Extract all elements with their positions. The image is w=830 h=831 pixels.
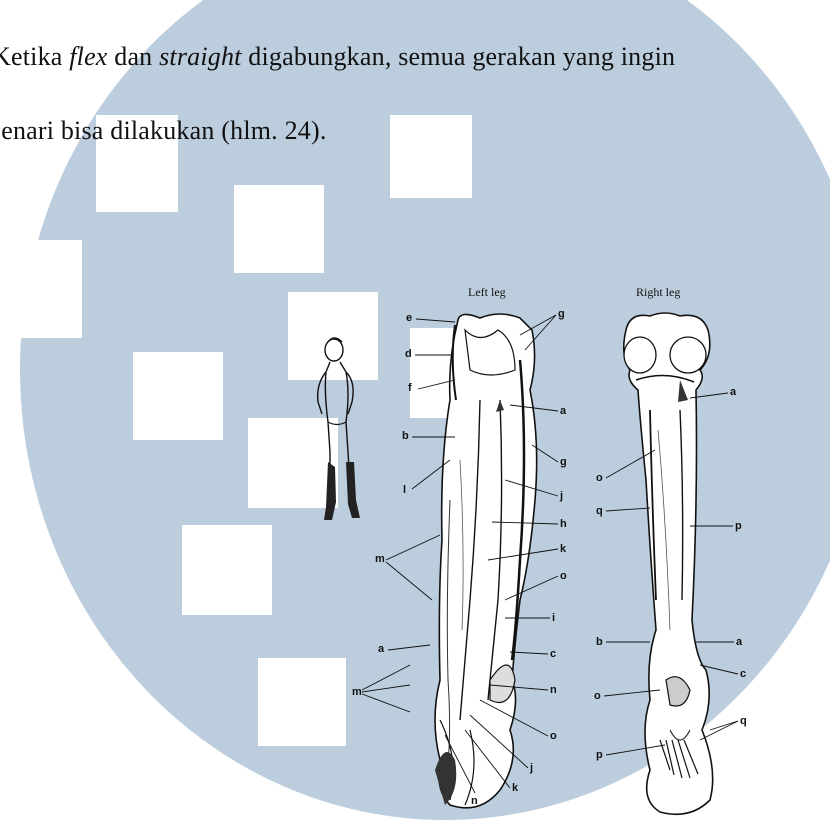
right-leader-lines bbox=[0, 0, 830, 831]
